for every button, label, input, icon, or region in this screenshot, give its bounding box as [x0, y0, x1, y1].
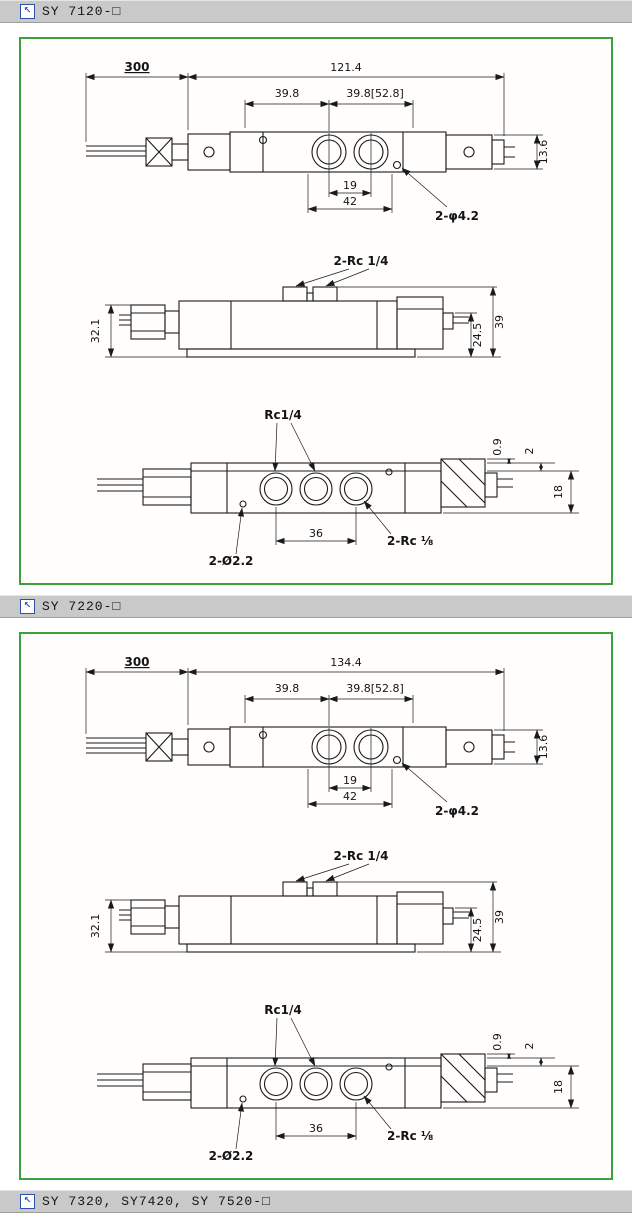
label-top-ports: 2-Rc 1/4	[334, 254, 389, 268]
dim-c: 18	[552, 1080, 565, 1094]
dimension-labels: 2-Rc 1/4 32.1 24.5 39	[89, 849, 506, 942]
sy7120-side-view: 2-Rc 1/4 32.1 24.5 39	[89, 254, 506, 358]
top-port-boss	[312, 286, 338, 302]
dimension-lines	[235, 422, 579, 555]
mount-hole	[392, 160, 402, 170]
dim-height-left: 32.1	[89, 319, 102, 344]
label-mount-holes: 2-φ4.2	[435, 209, 479, 223]
section-title-sy7320: SY 7320, SY7420, SY 7520-□	[42, 1194, 271, 1209]
valve-assembly-top	[86, 131, 515, 173]
wire-leads	[86, 737, 146, 754]
dim-b: 2	[523, 1043, 536, 1050]
dim-height-inner: 24.5	[471, 918, 484, 943]
dimension-labels: 300 121.4 39.8 39.8[52.8] 13.6 19 42 2-φ…	[124, 60, 550, 223]
dim-pitch-left: 39.8	[275, 87, 300, 100]
label-mount-holes: 2-φ4.2	[435, 804, 479, 818]
top-port-boss	[282, 286, 308, 302]
wire-leads	[119, 314, 131, 326]
pilot-hole	[239, 500, 247, 508]
arrow-up-left-icon[interactable]: ↖	[20, 4, 35, 19]
section-title-sy7120: SY 7120-□	[42, 4, 122, 19]
dimension-labels: Rc1/4 36 2-Rc ⅛ 2-Ø2.2 0.9 2 18	[209, 408, 565, 568]
dimension-labels: 2-Rc 1/4 32.1 24.5 39	[89, 254, 506, 347]
dim-pitch-right: 39.8[52.8]	[346, 682, 404, 695]
port-circle	[339, 1067, 373, 1101]
sy7220-side-view: 2-Rc 1/4 32.1 24.5 39	[89, 849, 506, 953]
dim-a: 0.9	[491, 1033, 504, 1051]
dim-lead-length: 300	[124, 655, 149, 669]
label-side-ports: 2-Rc ⅛	[387, 1129, 433, 1143]
dim-pitch-right: 39.8[52.8]	[346, 87, 404, 100]
dim-end-height: 13.6	[537, 140, 550, 165]
dim-end-height: 13.6	[537, 735, 550, 760]
section-header-sy7120: ↖ SY 7120-□	[0, 0, 632, 23]
dim-overall-width: 134.4	[330, 656, 362, 669]
valve-assembly-side	[119, 881, 469, 953]
dim-body-width: 42	[343, 790, 357, 803]
dim-overall-width: 121.4	[330, 61, 362, 74]
dim-a: 0.9	[491, 438, 504, 456]
valve-assembly-bottom	[97, 1053, 513, 1109]
mount-hole	[258, 135, 268, 145]
drawing-panel-sy7120: 300 121.4 39.8 39.8[52.8] 13.6 19 42 2-φ…	[19, 37, 613, 585]
dimension-lines	[105, 863, 501, 953]
valve-assembly-bottom	[97, 458, 513, 514]
mount-hole	[258, 730, 268, 740]
pilot-hole	[385, 468, 393, 476]
top-port-boss	[282, 881, 308, 897]
dim-port-pitch: 36	[309, 527, 323, 540]
section-header-sy7220: ↖ SY 7220-□	[0, 595, 632, 618]
section-header-sy7320: ↖ SY 7320, SY7420, SY 7520-□	[0, 1190, 632, 1213]
valve-assembly-top	[86, 726, 515, 768]
port-circle	[259, 1067, 293, 1101]
drawing-panel-sy7220: 300 134.4 39.8 39.8[52.8] 13.6 19 42 2-φ…	[19, 632, 613, 1180]
dimension-lines	[85, 668, 543, 808]
dim-port-pitch: 19	[343, 774, 357, 787]
port-circle	[339, 472, 373, 506]
sy7220-top-view: 300 134.4 39.8 39.8[52.8] 13.6 19 42 2-φ…	[85, 655, 550, 818]
dim-port-pitch: 19	[343, 179, 357, 192]
section-title-sy7220: SY 7220-□	[42, 599, 122, 614]
label-pilot-holes: 2-Ø2.2	[209, 554, 254, 568]
dim-pitch-left: 39.8	[275, 682, 300, 695]
dim-height-total: 39	[493, 910, 506, 924]
mount-hole	[392, 755, 402, 765]
top-port-boss	[312, 881, 338, 897]
label-pilot-holes: 2-Ø2.2	[209, 1149, 254, 1163]
wire-leads	[97, 478, 143, 492]
dim-port-pitch: 36	[309, 1122, 323, 1135]
wire-leads	[97, 1073, 143, 1087]
port-circle	[299, 472, 333, 506]
label-center-port: Rc1/4	[264, 408, 301, 422]
sy7120-top-view: 300 121.4 39.8 39.8[52.8] 13.6 19 42 2-φ…	[85, 60, 550, 223]
dim-body-width: 42	[343, 195, 357, 208]
label-center-port: Rc1/4	[264, 1003, 301, 1017]
wire-leads	[86, 145, 146, 157]
arrow-up-left-icon[interactable]: ↖	[20, 599, 35, 614]
port-circle	[299, 1067, 333, 1101]
dimension-lines	[235, 1017, 579, 1150]
base-plate	[186, 943, 416, 953]
sy7120-bottom-view: Rc1/4 36 2-Rc ⅛ 2-Ø2.2 0.9 2 18	[97, 408, 579, 568]
arrow-up-left-icon[interactable]: ↖	[20, 1194, 35, 1209]
dimension-lines	[105, 268, 501, 358]
dimension-labels: Rc1/4 36 2-Rc ⅛ 2-Ø2.2 0.9 2 18	[209, 1003, 565, 1163]
dim-lead-length: 300	[124, 60, 149, 74]
label-side-ports: 2-Rc ⅛	[387, 534, 433, 548]
port-circle	[259, 472, 293, 506]
dim-height-total: 39	[493, 315, 506, 329]
pilot-hole	[239, 1095, 247, 1103]
sy7220-bottom-view: Rc1/4 36 2-Rc ⅛ 2-Ø2.2 0.9 2 18	[97, 1003, 579, 1163]
wire-leads	[119, 909, 131, 921]
dim-b: 2	[523, 448, 536, 455]
dim-height-left: 32.1	[89, 914, 102, 939]
base-plate	[186, 348, 416, 358]
pilot-hole	[385, 1063, 393, 1071]
label-top-ports: 2-Rc 1/4	[334, 849, 389, 863]
dimension-lines	[85, 73, 543, 213]
valve-assembly-side	[119, 286, 469, 358]
dimension-labels: 300 134.4 39.8 39.8[52.8] 13.6 19 42 2-φ…	[124, 655, 550, 818]
dim-height-inner: 24.5	[471, 323, 484, 348]
dim-c: 18	[552, 485, 565, 499]
